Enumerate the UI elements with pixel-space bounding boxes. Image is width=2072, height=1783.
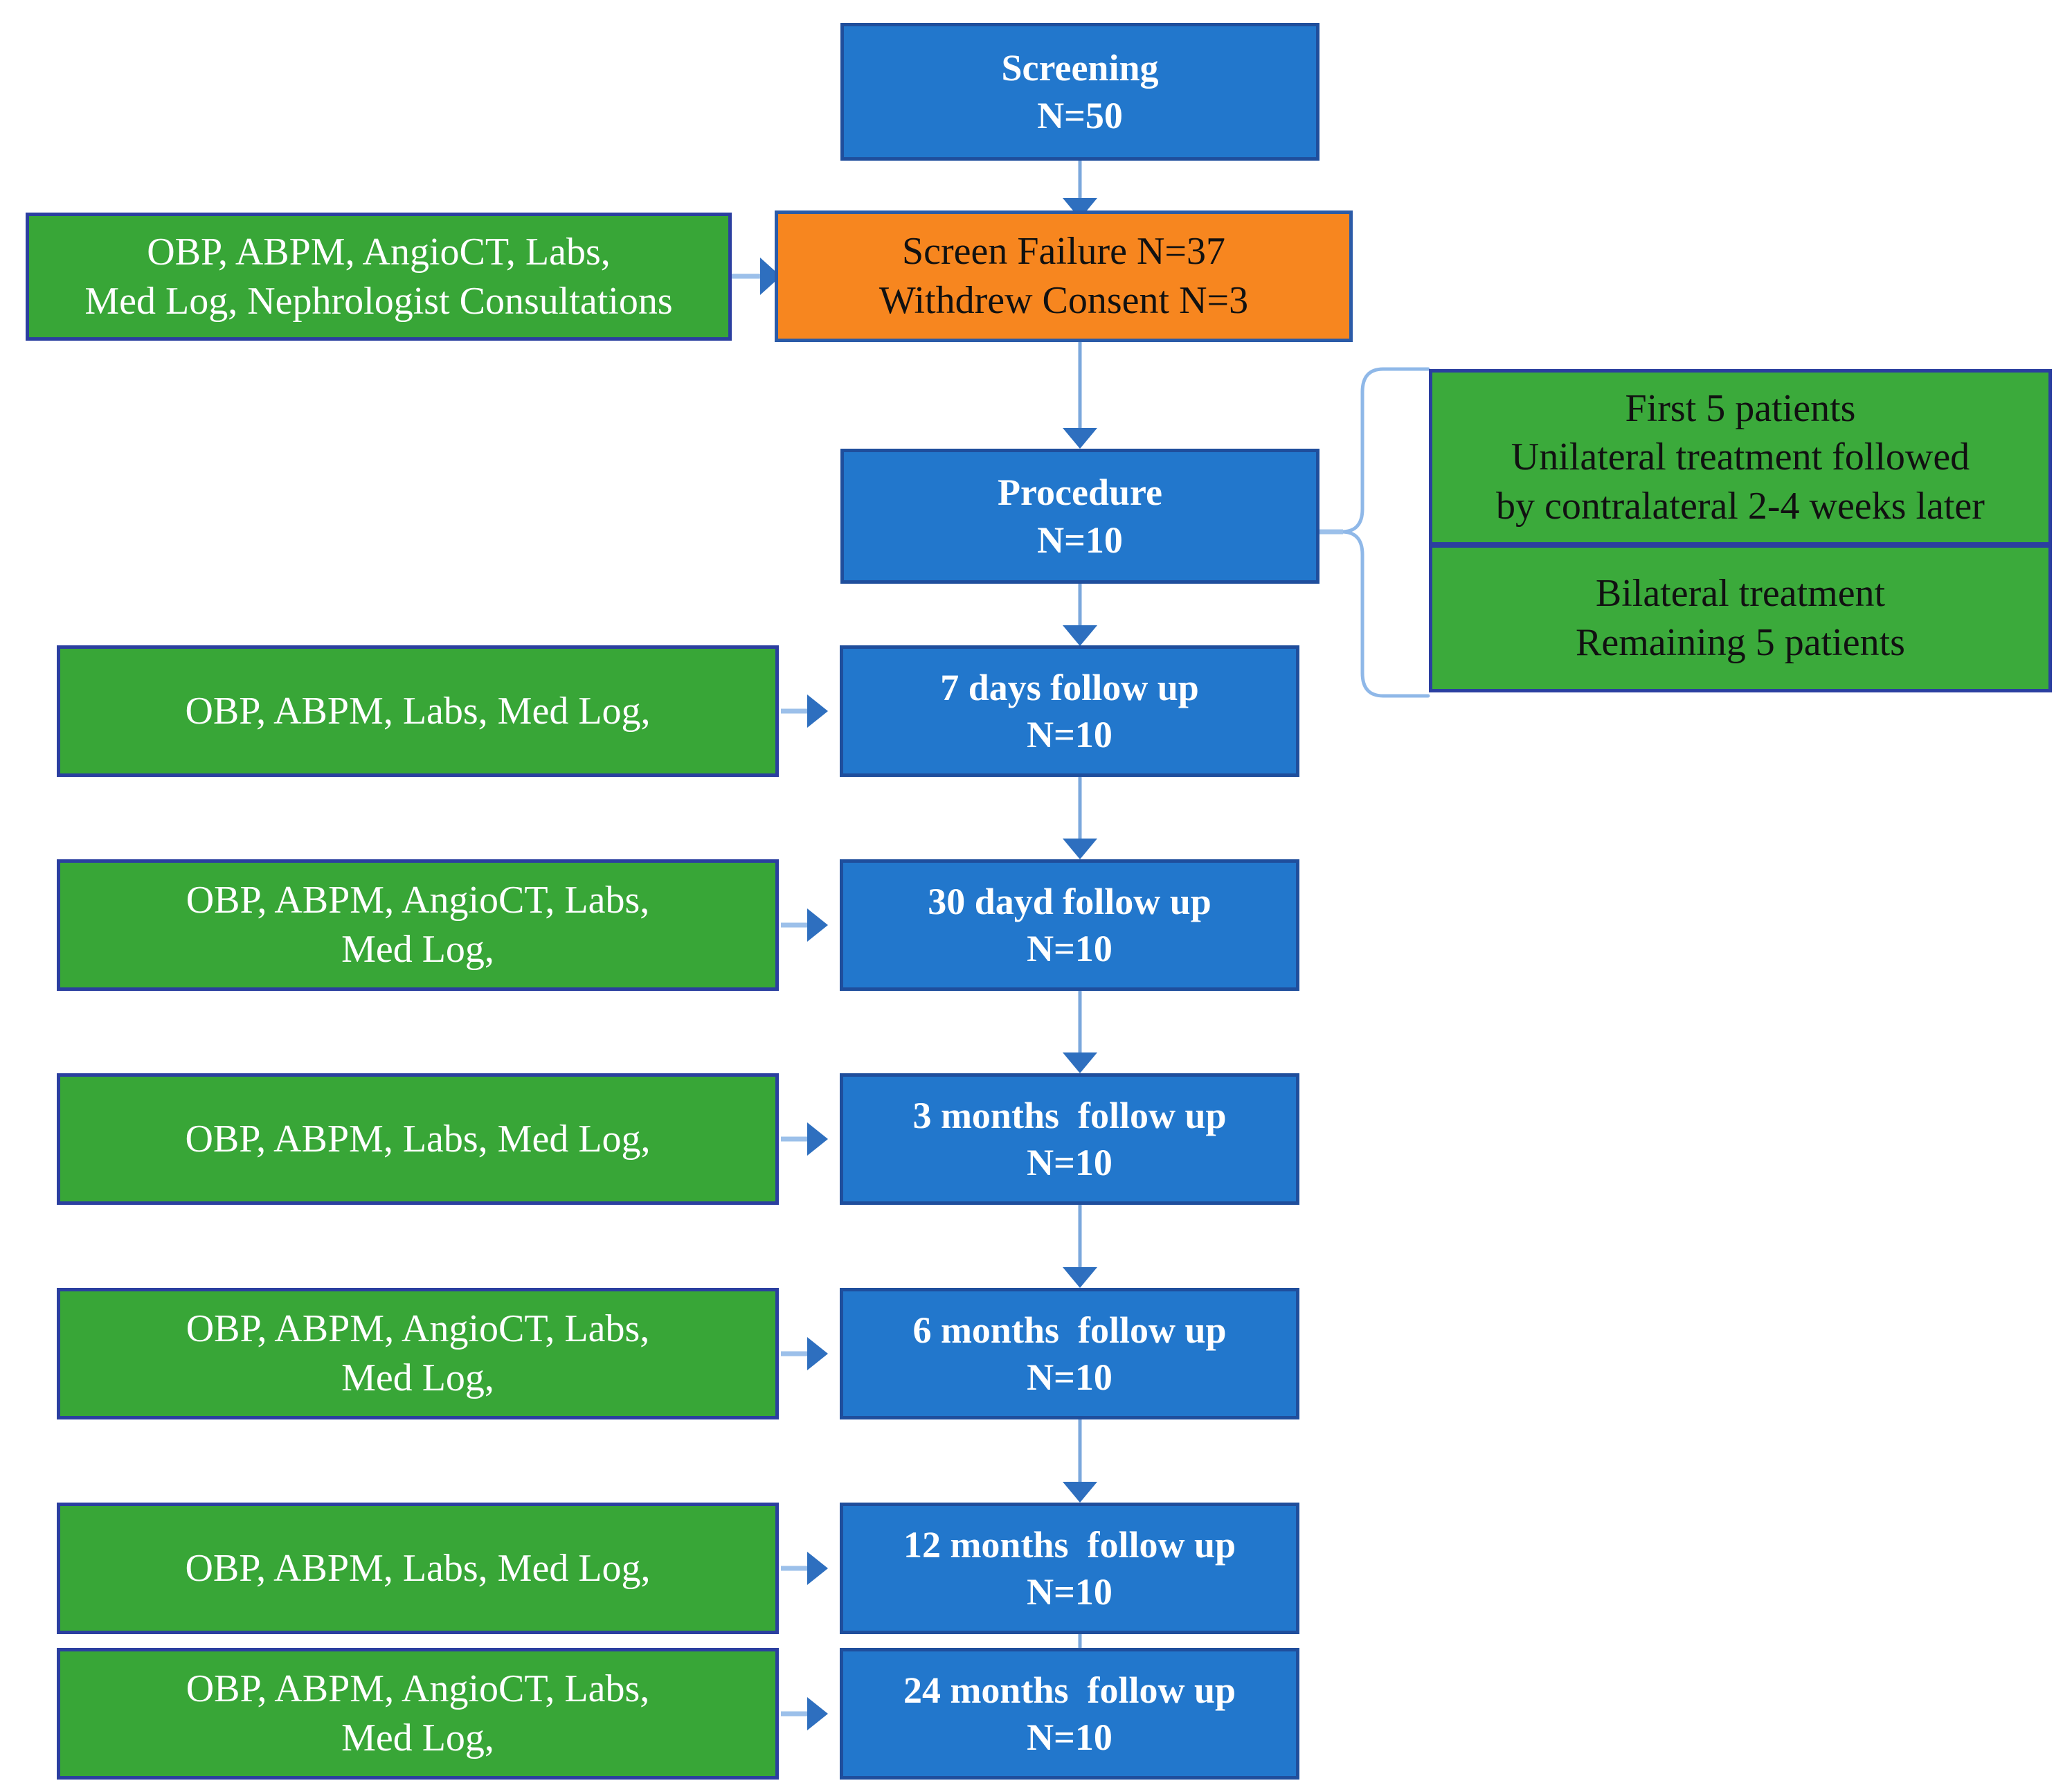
arrow-fu2-to-fu3 bbox=[1063, 1267, 1097, 1288]
arrow-fu0-assessments bbox=[807, 695, 828, 728]
node-arm-unilateral[interactable]: First 5 patients Unilateral treatment fo… bbox=[1429, 369, 2052, 545]
node-followup-assessments-6-months[interactable]: OBP, ABPM, AngioCT, Labs, Med Log, bbox=[57, 1288, 779, 1419]
arrow-screenfailure-to-procedure bbox=[1063, 428, 1097, 449]
node-followup-assessments-24-months[interactable]: OBP, ABPM, AngioCT, Labs, Med Log, bbox=[57, 1648, 779, 1780]
node-procedure[interactable]: Procedure N=10 bbox=[840, 449, 1319, 584]
arrow-procedure-to-fu0 bbox=[1063, 625, 1097, 646]
node-followup-assessments-30-days[interactable]: OBP, ABPM, AngioCT, Labs, Med Log, bbox=[57, 859, 779, 991]
arrow-fu1-to-fu2 bbox=[1063, 1052, 1097, 1073]
node-followup-visit-3-months[interactable]: 3 months follow up N=10 bbox=[840, 1073, 1299, 1205]
brace-procedure-to-arms bbox=[1340, 367, 1430, 698]
arrow-fu3-to-fu4 bbox=[1063, 1482, 1097, 1503]
node-followup-visit-6-months[interactable]: 6 months follow up N=10 bbox=[840, 1288, 1299, 1419]
node-followup-visit-24-months[interactable]: 24 months follow up N=10 bbox=[840, 1648, 1299, 1780]
arrow-fu0-to-fu1 bbox=[1063, 839, 1097, 859]
arrow-fu4-assessments bbox=[807, 1552, 828, 1585]
arrow-fu3-assessments bbox=[807, 1337, 828, 1370]
node-followup-assessments-3-months[interactable]: OBP, ABPM, Labs, Med Log, bbox=[57, 1073, 779, 1205]
node-arm-bilateral[interactable]: Bilateral treatment Remaining 5 patients bbox=[1429, 545, 2052, 692]
node-screening-assessments[interactable]: OBP, ABPM, AngioCT, Labs, Med Log, Nephr… bbox=[26, 213, 732, 341]
node-screen-failure[interactable]: Screen Failure N=37 Withdrew Consent N=3 bbox=[775, 210, 1353, 342]
arrow-fu5-assessments bbox=[807, 1697, 828, 1730]
node-followup-visit-7-days[interactable]: 7 days follow up N=10 bbox=[840, 645, 1299, 777]
node-followup-assessments-7-days[interactable]: OBP, ABPM, Labs, Med Log, bbox=[57, 645, 779, 777]
node-followup-assessments-12-months[interactable]: OBP, ABPM, Labs, Med Log, bbox=[57, 1503, 779, 1634]
node-screening[interactable]: Screening N=50 bbox=[840, 23, 1319, 161]
arrow-fu2-assessments bbox=[807, 1122, 828, 1156]
node-followup-visit-30-days[interactable]: 30 dayd follow up N=10 bbox=[840, 859, 1299, 991]
arrow-fu1-assessments bbox=[807, 908, 828, 942]
node-followup-visit-12-months[interactable]: 12 months follow up N=10 bbox=[840, 1503, 1299, 1634]
